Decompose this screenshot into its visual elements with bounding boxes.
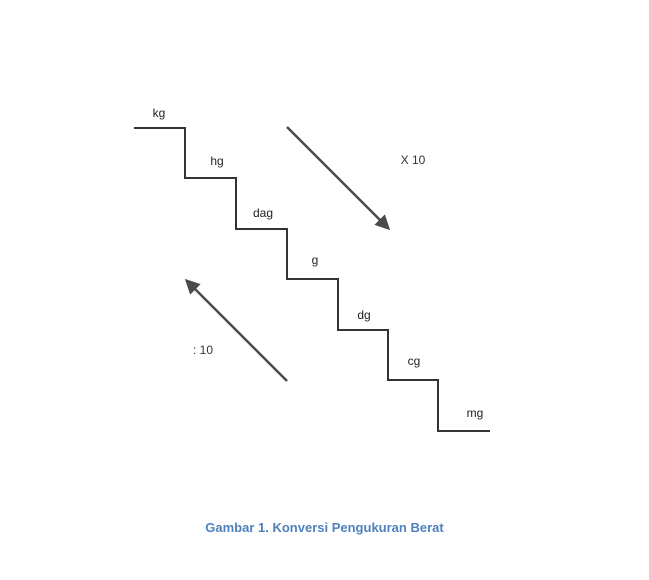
staircase-line <box>134 127 490 432</box>
unit-label-cg: cg <box>408 354 421 368</box>
figure-caption: Gambar 1. Konversi Pengukuran Berat <box>205 520 444 535</box>
multiply-label: X 10 <box>401 153 426 167</box>
unit-label-dag: dag <box>253 206 273 220</box>
divide-label: : 10 <box>193 343 213 357</box>
unit-label-dg: dg <box>357 308 370 322</box>
weight-conversion-diagram: kg hg dag g dg cg mg X 10 : 10 <box>134 106 490 432</box>
unit-label-hg: hg <box>210 154 223 168</box>
unit-label-g: g <box>312 253 319 267</box>
unit-label-mg: mg <box>467 406 484 420</box>
divide-arrow <box>184 278 288 382</box>
multiply-arrow <box>286 126 391 231</box>
unit-label-kg: kg <box>153 106 166 120</box>
